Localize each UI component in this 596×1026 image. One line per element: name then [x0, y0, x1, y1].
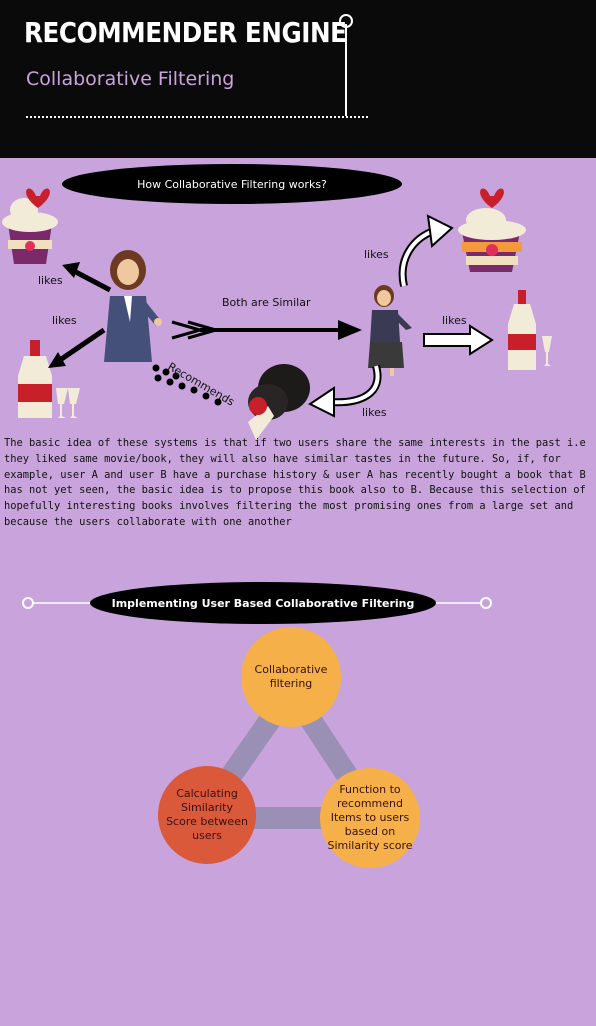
cupcake-icon: [2, 188, 58, 264]
pin-stem: [345, 24, 347, 116]
wine-bottle-icon: [508, 290, 552, 370]
page-title: RECOMMENDER ENGINE: [24, 16, 347, 49]
likes-arrow-icon: [70, 267, 112, 293]
user-b-figure-icon: [368, 285, 412, 376]
node-similarity-score: Calculating Similarity Score between use…: [158, 766, 256, 864]
section2-decor-lines: [22, 597, 492, 609]
wine-bottle-icon: [18, 340, 80, 418]
illustration-diagram: [2, 188, 552, 440]
likes-arrow-icon: [58, 327, 106, 363]
similar-arrow-icon: [171, 320, 362, 340]
label-likes: likes: [362, 406, 387, 419]
pin-icon: [339, 14, 353, 28]
dotted-divider: [26, 116, 368, 118]
node-recommend-function: Function to recommend Items to users bas…: [320, 768, 420, 868]
section-heading-implementation: Implementing User Based Collaborative Fi…: [90, 582, 436, 624]
label-likes: likes: [52, 314, 77, 327]
label-likes: likes: [38, 274, 63, 287]
user-a-figure-icon: [104, 250, 162, 362]
recommends-dotted-arrow: [152, 364, 222, 406]
cupcake-icon: [458, 188, 526, 272]
recommended-item-icon: [248, 364, 310, 440]
page-subtitle: Collaborative Filtering: [26, 68, 235, 90]
label-likes: likes: [364, 248, 389, 261]
node-collaborative-filtering: Collaborative filtering: [241, 627, 341, 727]
header-banner: RECOMMENDER ENGINE Collaborative Filteri…: [0, 0, 596, 158]
description-paragraph: The basic idea of these systems is that …: [4, 437, 586, 528]
section-heading-how-it-works: How Collaborative Filtering works?: [62, 164, 402, 204]
label-likes: likes: [442, 314, 467, 327]
likes-arrow-icon: [423, 324, 494, 356]
label-both-similar: Both are Similar: [222, 296, 311, 309]
